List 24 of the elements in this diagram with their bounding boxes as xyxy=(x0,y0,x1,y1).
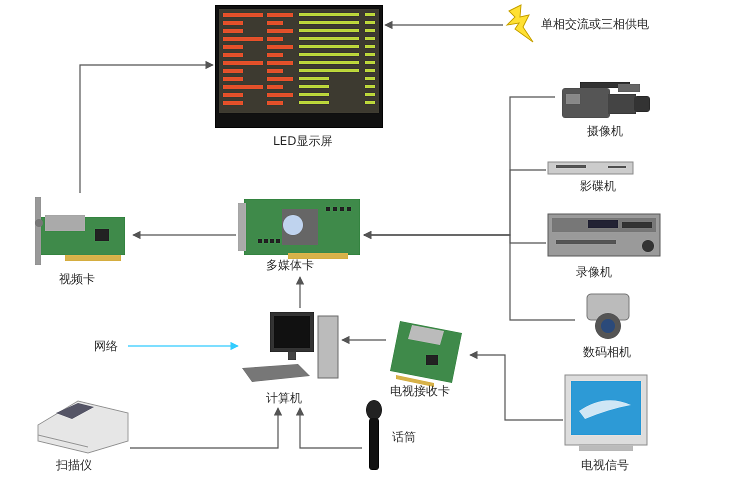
device-label: 多媒体卡 xyxy=(266,257,314,274)
arrow xyxy=(341,336,386,344)
device-label: 电视接收卡 xyxy=(390,383,450,400)
device-label: 电视信号 xyxy=(581,457,629,474)
arrow xyxy=(296,407,362,449)
device-label: 数码相机 xyxy=(583,344,631,361)
arrow xyxy=(469,350,563,421)
arrow xyxy=(384,20,503,30)
device-label: LED显示屏 xyxy=(273,133,333,150)
arrow xyxy=(128,342,239,350)
arrow xyxy=(363,230,575,321)
device-label: 话筒 xyxy=(392,429,416,446)
arrow xyxy=(79,60,214,193)
device-label: 影碟机 xyxy=(580,178,616,195)
arrow xyxy=(132,230,236,240)
arrow xyxy=(296,276,304,308)
device-label: 视频卡 xyxy=(59,271,95,288)
arrow xyxy=(130,407,282,449)
device-label: 录像机 xyxy=(576,264,612,281)
device-label: 计算机 xyxy=(266,390,302,407)
device-label: 摄像机 xyxy=(587,123,623,140)
device-label: 扫描仪 xyxy=(56,457,92,474)
device-label: 网络 xyxy=(94,338,118,355)
device-label: 单相交流或三相供电 xyxy=(541,16,649,33)
